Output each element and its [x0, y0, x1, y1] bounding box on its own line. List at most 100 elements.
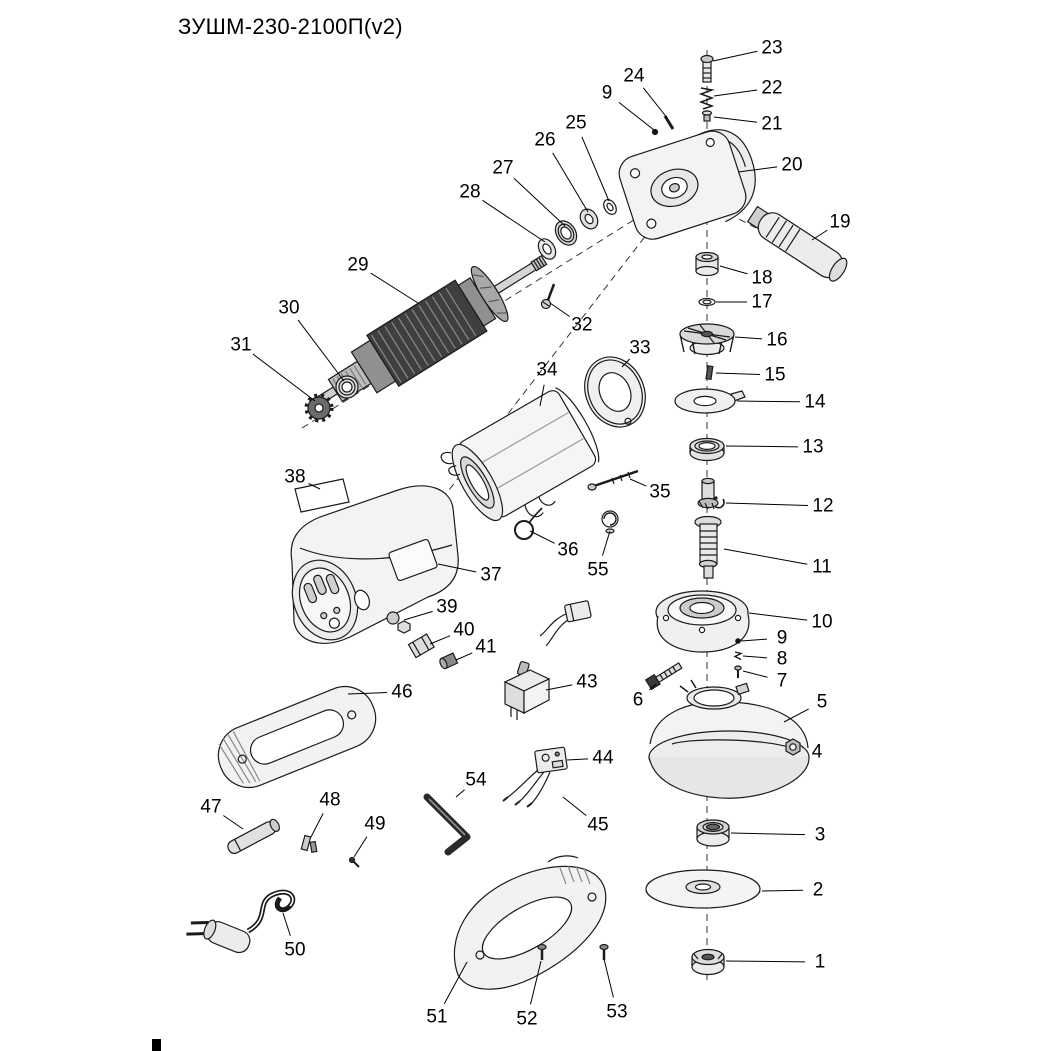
- leader-line-25: [581, 136, 610, 202]
- part-50-power-cord: [186, 889, 296, 954]
- part-31-pinion: [304, 393, 334, 423]
- part-number-label-18: 18: [751, 268, 772, 289]
- leader-line-41: [455, 652, 473, 661]
- part-10-bearing-housing: [655, 590, 750, 653]
- part-number-label-49: 49: [364, 814, 385, 835]
- part-7-screw: [734, 665, 742, 678]
- leader-line-26: [552, 152, 589, 213]
- part-1-flange-nut: [691, 948, 725, 976]
- part-53-screw: [599, 943, 609, 960]
- part-number-label-19: 19: [829, 212, 850, 233]
- part-number-label-17: 17: [751, 292, 772, 313]
- part-number-label-8: 8: [777, 649, 788, 670]
- part-38-nameplate: [294, 478, 350, 513]
- leader-line-7: [742, 670, 768, 678]
- part-11-spindle: [694, 477, 722, 579]
- part-number-label-45: 45: [587, 815, 608, 836]
- part-number-label-51: 51: [426, 1007, 447, 1028]
- part-19-side-handle: [746, 205, 848, 282]
- part-number-label-15: 15: [764, 365, 785, 386]
- part-20-gear-housing: [618, 129, 756, 240]
- leader-line-5: [783, 708, 809, 723]
- leader-line-12: [725, 502, 809, 507]
- leader-line-53: [603, 958, 614, 998]
- leader-line-44: [566, 758, 589, 761]
- part-16-gear: [679, 323, 735, 356]
- leader-line-15: [715, 372, 761, 375]
- leader-line-45: [562, 796, 587, 817]
- leader-line-37: [437, 563, 477, 573]
- part-number-label-27: 27: [492, 158, 513, 179]
- part-17-ring: [698, 297, 716, 307]
- part-number-label-12: 12: [812, 496, 833, 517]
- part-6-bolt: [644, 662, 683, 691]
- part-number-label-29: 29: [347, 255, 368, 276]
- part-number-label-41: 41: [475, 637, 496, 658]
- leader-line-40: [429, 635, 451, 645]
- part-27-bearing: [554, 220, 578, 246]
- part-number-label-2: 2: [813, 880, 824, 901]
- part-number-label-43: 43: [576, 672, 597, 693]
- part-number-label-30: 30: [278, 298, 299, 319]
- part-15-key: [705, 365, 714, 381]
- part-number-label-38: 38: [284, 467, 305, 488]
- leader-line-47: [223, 815, 244, 830]
- part-number-label-11: 11: [812, 557, 832, 578]
- part-23-screw: [700, 54, 714, 83]
- leader-line-36: [529, 530, 555, 544]
- leader-line-46: [347, 692, 388, 695]
- part-number-label-36: 36: [557, 540, 578, 561]
- part-number-label-53: 53: [606, 1002, 627, 1023]
- leader-line-31: [252, 353, 316, 402]
- leader-line-24: [642, 87, 669, 120]
- part-number-label-24: 24: [623, 66, 645, 87]
- part-36-wire-loop: [514, 507, 543, 540]
- part-number-label-34: 34: [536, 360, 558, 381]
- part-41-brush-cap: [439, 652, 459, 670]
- leader-line-14: [736, 400, 801, 403]
- part-number-label-22: 22: [761, 78, 782, 99]
- leader-line-35: [629, 478, 647, 487]
- part-number-label-40: 40: [453, 620, 474, 641]
- leader-line-19: [811, 229, 828, 241]
- part-number-label-20: 20: [781, 155, 802, 176]
- part-30-bearing: [335, 375, 359, 399]
- part-14-washer-plate: [674, 388, 746, 414]
- part-number-label-37: 37: [480, 565, 501, 586]
- leader-line-22: [713, 89, 758, 97]
- part-35-screw-long: [587, 469, 639, 491]
- part-54-hex-key: [423, 793, 471, 856]
- leader-line-28: [482, 199, 546, 243]
- leader-line-10: [748, 612, 808, 621]
- part-45-wires: [502, 769, 551, 808]
- part-32-screw: [540, 283, 556, 310]
- part-21-pin: [701, 110, 713, 122]
- part-number-label-26: 26: [534, 130, 555, 151]
- leader-line-1: [725, 960, 806, 963]
- part-34-stator: [440, 387, 600, 522]
- leader-line-13: [725, 445, 799, 448]
- part-28-washer: [537, 238, 557, 260]
- part-47-pin: [227, 818, 280, 854]
- part-number-label-48: 48: [319, 790, 340, 811]
- leader-line-38: [308, 483, 321, 490]
- leader-line-3: [730, 832, 806, 836]
- part-number-label-47: 47: [200, 797, 221, 818]
- part-number-label-3: 3: [815, 825, 826, 846]
- part-5-wheel-guard: [648, 679, 810, 799]
- part-40-brush-holder: [407, 633, 435, 659]
- leader-line-9: [740, 638, 768, 642]
- leader-line-48: [310, 813, 324, 838]
- part-24-pin: [663, 115, 675, 130]
- part-number-label-14: 14: [804, 392, 826, 413]
- leader-line-11: [723, 548, 808, 565]
- part-13-bearing: [689, 437, 725, 462]
- leader-line-9: [618, 101, 655, 131]
- leader-line-33: [621, 358, 631, 368]
- part-number-label-55: 55: [587, 560, 608, 581]
- part-48-clip: [300, 834, 318, 853]
- leader-line-34: [539, 384, 545, 407]
- part-number-label-6: 6: [633, 690, 644, 711]
- part-number-label-23: 23: [761, 38, 782, 59]
- part-33-baffle-plate: [584, 356, 646, 428]
